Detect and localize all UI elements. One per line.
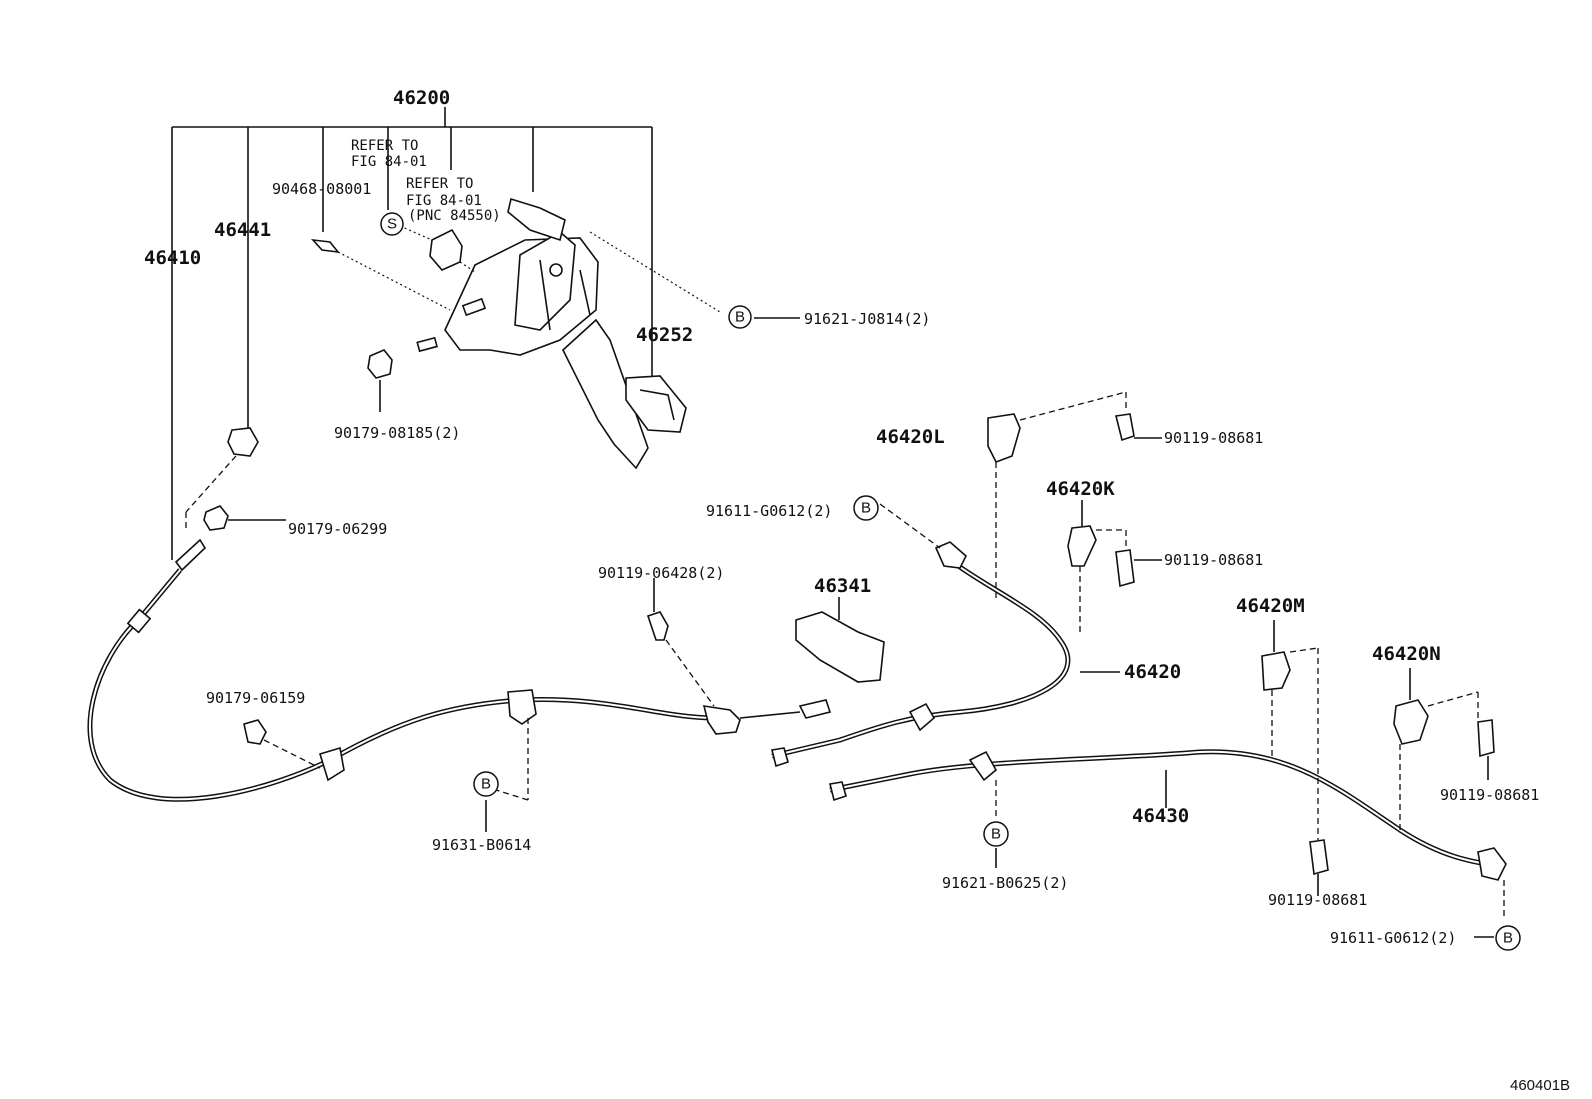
pedal-assembly-46200 bbox=[416, 197, 649, 470]
nut-90179-06299 bbox=[203, 505, 286, 531]
marker-b-g0612-b: B bbox=[1495, 925, 1521, 951]
figure-number: 460401B bbox=[1510, 1077, 1570, 1094]
marker-b-g0612-a: B bbox=[853, 495, 879, 521]
equalizer-46341 bbox=[795, 597, 885, 683]
bracket-46420L bbox=[987, 391, 1127, 600]
refer-note-2-line1: REFER TO bbox=[406, 176, 473, 192]
bolt-90119-08681-b bbox=[1115, 549, 1162, 588]
label-90468-08001: 90468-08001 bbox=[272, 180, 371, 198]
cable-46420 bbox=[771, 541, 1120, 768]
marker-b-j0814: B bbox=[728, 305, 752, 329]
label-91611-g0612-b: 91611-G0612(2) bbox=[1330, 929, 1456, 947]
bolt-90119-08681-a bbox=[1115, 413, 1162, 442]
bracket-46420M bbox=[1261, 620, 1319, 840]
label-46410: 46410 bbox=[144, 247, 201, 269]
cable-46410 bbox=[87, 538, 832, 802]
label-90119-08681-c: 90119-08681 bbox=[1440, 786, 1539, 804]
label-46252: 46252 bbox=[636, 324, 693, 346]
bracket-46420K bbox=[1067, 500, 1127, 636]
label-46420: 46420 bbox=[1124, 661, 1181, 683]
label-90119-08681-d: 90119-08681 bbox=[1268, 891, 1367, 909]
label-46200: 46200 bbox=[393, 87, 450, 109]
refer-note-2-line3: (PNC 84550) bbox=[408, 208, 501, 224]
bolt-90119-06428 bbox=[646, 578, 715, 707]
svg-text:B: B bbox=[1503, 930, 1513, 947]
bracket-46420N bbox=[1393, 668, 1479, 830]
label-46420L: 46420L bbox=[876, 426, 945, 448]
bolt-90119-08681-c bbox=[1309, 839, 1329, 896]
refer-note-1-line2: FIG 84-01 bbox=[351, 154, 427, 170]
bolt-90119-08681-d bbox=[1477, 719, 1495, 780]
label-46420N: 46420N bbox=[1372, 643, 1441, 665]
nut-90179-06159 bbox=[243, 719, 321, 769]
label-90179-08185: 90179-08185(2) bbox=[334, 424, 460, 442]
label-90179-06299: 90179-06299 bbox=[288, 520, 387, 538]
switch-part bbox=[399, 225, 476, 273]
label-90119-08681-b: 90119-08681 bbox=[1164, 551, 1263, 569]
svg-text:B: B bbox=[735, 309, 745, 326]
label-90119-08681-a: 90119-08681 bbox=[1164, 429, 1263, 447]
marker-s: S bbox=[380, 212, 404, 236]
refer-note-2-line2: FIG 84-01 bbox=[406, 193, 482, 209]
pedal-pad-46252 bbox=[625, 375, 687, 433]
cable-46430 bbox=[829, 749, 1507, 881]
label-46341: 46341 bbox=[814, 575, 871, 597]
label-90179-06159: 90179-06159 bbox=[206, 689, 305, 707]
label-91621-b0625: 91621-B0625(2) bbox=[942, 874, 1068, 892]
nut-90179-08185 bbox=[367, 349, 393, 412]
svg-text:B: B bbox=[991, 826, 1001, 843]
marker-b-b0614: B bbox=[473, 771, 499, 797]
group-bracket-46200 bbox=[171, 107, 653, 560]
label-46420M: 46420M bbox=[1236, 595, 1305, 617]
label-46430: 46430 bbox=[1132, 805, 1189, 827]
svg-text:B: B bbox=[481, 776, 491, 793]
label-91611-g0612-a: 91611-G0612(2) bbox=[706, 502, 832, 520]
svg-text:B: B bbox=[861, 500, 871, 517]
label-90119-06428: 90119-06428(2) bbox=[598, 564, 724, 582]
clip-90468-08001 bbox=[310, 238, 451, 311]
label-91631-b0614: 91631-B0614 bbox=[432, 836, 531, 854]
refer-note-1-line1: REFER TO bbox=[351, 138, 418, 154]
label-46420K: 46420K bbox=[1046, 478, 1115, 500]
nut-46441 bbox=[227, 427, 259, 457]
svg-text:S: S bbox=[387, 216, 397, 233]
label-46441: 46441 bbox=[214, 219, 271, 241]
label-91621-j0814: 91621-J0814(2) bbox=[804, 310, 930, 328]
marker-b-b0625: B bbox=[983, 821, 1009, 847]
